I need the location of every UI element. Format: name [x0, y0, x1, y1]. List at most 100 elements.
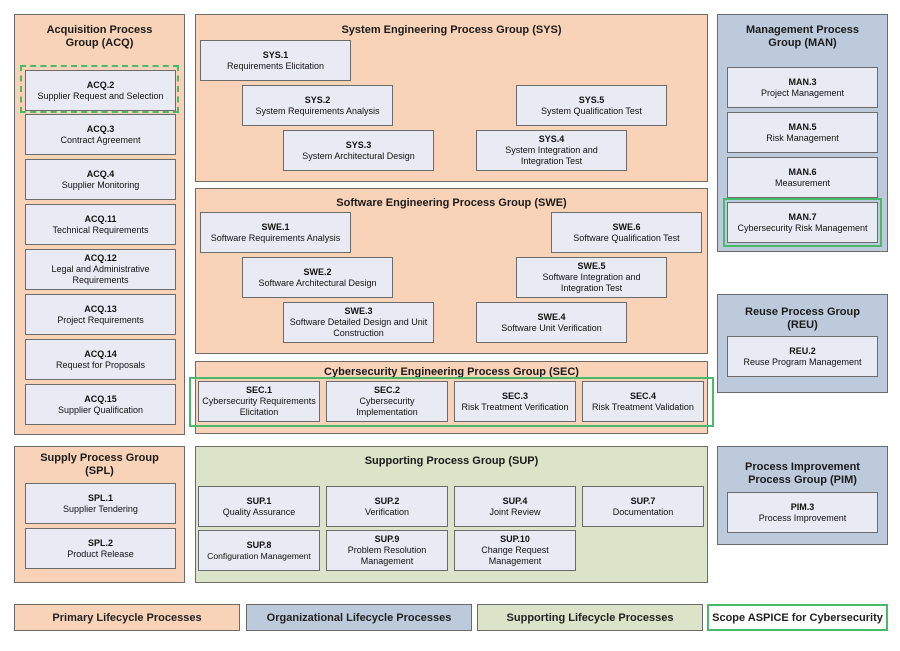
process-name: Measurement — [774, 177, 831, 188]
process-name: Risk Treatment Validation — [592, 401, 694, 412]
process-id: SYS.1 — [262, 49, 289, 60]
process-name: Software Detailed Design and Unit Constr… — [289, 317, 428, 338]
process-sys-1: SYS.1 Requirements Elicitation — [200, 40, 351, 81]
process-name: Process Improvement — [758, 512, 847, 523]
process-sup-4: SUP.4 Joint Review — [454, 486, 576, 527]
process-acq-12: ACQ.12 Legal and Administrative Requirem… — [25, 249, 176, 290]
group-sys-title: System Engineering Process Group (SYS) — [341, 24, 562, 36]
process-name: Technical Requirements — [52, 224, 149, 235]
process-name: Problem Resolution Management — [347, 545, 427, 566]
cybersecurity-scope-highlight-sec — [189, 377, 714, 427]
group-reu-title: Reuse Process Group (REU) — [745, 306, 860, 331]
process-id: PIM.3 — [790, 501, 815, 512]
process-id: MAN.7 — [788, 211, 817, 222]
process-sup-7: SUP.7 Documentation — [582, 486, 704, 527]
legend-cybersecurity-scope: Scope ASPICE for Cybersecurity — [707, 604, 888, 631]
process-name: Joint Review — [489, 506, 541, 517]
process-name: Requirements Elicitation — [226, 60, 325, 71]
process-id: REU.2 — [789, 345, 816, 356]
process-id: ACQ.2 — [86, 79, 115, 90]
legend-label: Supporting Lifecycle Processes — [506, 611, 674, 624]
process-acq-11: ACQ.11 Technical Requirements — [25, 204, 176, 245]
process-id: SUP.8 — [246, 539, 272, 550]
process-id: SWE.6 — [612, 221, 641, 232]
process-name: System Architectural Design — [302, 150, 415, 161]
process-id: MAN.3 — [788, 76, 817, 87]
process-id: SWE.3 — [344, 306, 373, 316]
process-id: ACQ.15 — [84, 393, 117, 404]
process-id: SYS.2 — [304, 94, 331, 105]
process-name: Software Qualification Test — [573, 232, 680, 243]
process-sup-10: SUP.10 Change Request Management — [454, 530, 576, 571]
process-id: ACQ.12 — [84, 253, 117, 263]
process-id: SEC.2 — [373, 385, 400, 395]
process-name: Software Architectural Design — [258, 277, 377, 288]
process-name: System Qualification Test — [541, 105, 642, 116]
cybersecurity-scope-highlight-acq-2 — [20, 65, 179, 113]
process-name: Reuse Program Management — [743, 356, 862, 367]
process-name: Cybersecurity Risk Management — [737, 222, 868, 233]
process-name: System Requirements Analysis — [255, 105, 380, 116]
process-swe-5: SWE.5 Software Integration and Integrati… — [516, 257, 667, 298]
process-sys-3: SYS.3 System Architectural Design — [283, 130, 434, 171]
process-acq-3: ACQ.3 Contract Agreement — [25, 114, 176, 155]
process-acq-13: ACQ.13 Project Requirements — [25, 294, 176, 335]
process-id: SYS.3 — [345, 139, 372, 150]
process-pim-3: PIM.3 Process Improvement — [727, 492, 878, 533]
process-swe-3: SWE.3 Software Detailed Design and Unit … — [283, 302, 434, 343]
process-id: SPL.1 — [87, 492, 113, 503]
process-name: Contract Agreement — [60, 134, 141, 145]
process-sys-4: SYS.4 System Integration and Integration… — [476, 130, 627, 171]
process-name: Risk Treatment Verification — [461, 401, 569, 412]
group-pim-title: Process Improvement Process Group (PIM) — [745, 461, 860, 486]
process-man-5: MAN.5 Risk Management — [727, 112, 878, 153]
process-sup-1: SUP.1 Quality Assurance — [198, 486, 320, 527]
process-acq-4: ACQ.4 Supplier Monitoring — [25, 159, 176, 200]
process-id: MAN.5 — [788, 121, 817, 132]
process-spl-2: SPL.2 Product Release — [25, 528, 176, 569]
process-man-3: MAN.3 Project Management — [727, 67, 878, 108]
process-name: Cybersecurity Requirements Elicitation — [202, 396, 316, 417]
process-id: SWE.4 — [537, 311, 566, 322]
legend-label: Organizational Lifecycle Processes — [266, 611, 452, 624]
group-spl-title: Supply Process Group (SPL) — [40, 452, 159, 477]
process-name: Software Integration and Integration Tes… — [542, 272, 641, 293]
process-id: SUP.9 — [374, 534, 400, 544]
process-id: MAN.6 — [788, 166, 817, 177]
legend-primary-lifecycle: Primary Lifecycle Processes — [14, 604, 240, 631]
process-acq-2: ACQ.2 Supplier Request and Selection — [25, 70, 176, 111]
process-man-6: MAN.6 Measurement — [727, 157, 878, 198]
process-name: Supplier Request and Selection — [37, 90, 164, 101]
process-id: ACQ.11 — [84, 213, 117, 224]
process-name: Cybersecurity Implementation — [356, 396, 418, 417]
process-sup-8: SUP.8 Configuration Management — [198, 530, 320, 571]
legend-label: Scope ASPICE for Cybersecurity — [712, 611, 883, 624]
process-acq-14: ACQ.14 Request for Proposals — [25, 339, 176, 380]
process-sup-9: SUP.9 Problem Resolution Management — [326, 530, 448, 571]
legend-label: Primary Lifecycle Processes — [52, 611, 202, 624]
process-name: Request for Proposals — [55, 359, 146, 370]
process-sec-1: SEC.1 Cybersecurity Requirements Elicita… — [198, 381, 320, 422]
process-spl-1: SPL.1 Supplier Tendering — [25, 483, 176, 524]
process-name: Project Requirements — [57, 314, 144, 325]
process-id: SUP.4 — [502, 495, 528, 506]
process-id: SYS.5 — [578, 94, 605, 105]
process-swe-4: SWE.4 Software Unit Verification — [476, 302, 627, 343]
process-name: Verification — [364, 506, 410, 517]
process-sys-2: SYS.2 System Requirements Analysis — [242, 85, 393, 126]
process-id: SEC.3 — [501, 390, 528, 401]
process-id: SYS.4 — [538, 134, 565, 144]
group-sec-title: Cybersecurity Engineering Process Group … — [324, 366, 579, 378]
process-name: Quality Assurance — [222, 506, 296, 517]
process-id: ACQ.4 — [86, 168, 115, 179]
process-reu-2: REU.2 Reuse Program Management — [727, 336, 878, 377]
process-id: SEC.4 — [629, 390, 656, 401]
process-name: Configuration Management — [207, 550, 311, 561]
process-name: Project Management — [760, 87, 845, 98]
process-sec-3: SEC.3 Risk Treatment Verification — [454, 381, 576, 422]
process-name: Software Unit Verification — [501, 322, 602, 333]
process-name: Risk Management — [766, 132, 839, 143]
group-acq-title: Acquisition Process Group (ACQ) — [46, 24, 153, 49]
process-id: SWE.1 — [261, 221, 290, 232]
legend-organizational-lifecycle: Organizational Lifecycle Processes — [246, 604, 472, 631]
